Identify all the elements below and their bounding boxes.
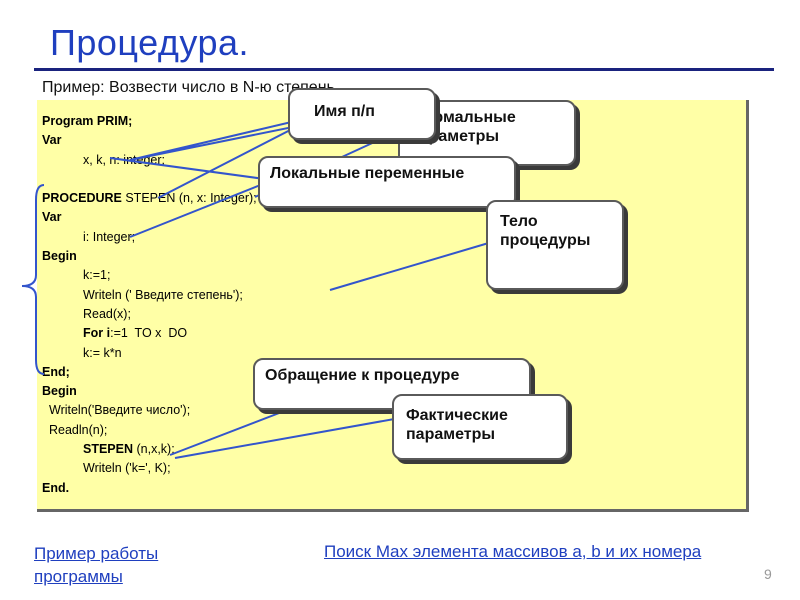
pointer-actual-params xyxy=(174,417,401,459)
pointer-local-vars xyxy=(129,181,269,238)
procedure-bracket xyxy=(21,184,45,375)
code-line: k:=1; xyxy=(83,268,111,283)
code-line: k:= k*n xyxy=(83,345,122,360)
callout-actual-params: Фактические параметры xyxy=(392,394,568,460)
pointer-body xyxy=(329,241,493,291)
page-number: 9 xyxy=(764,566,772,582)
code-line: Program PRIM; xyxy=(42,114,133,128)
code-line: End; xyxy=(42,364,70,379)
callout-body: Тело процедуры xyxy=(486,200,624,290)
link-search-max[interactable]: Поиск Max элемента массивов a, b и их но… xyxy=(324,542,702,561)
code-line: End. xyxy=(42,480,70,495)
slide-title: Процедура. xyxy=(50,22,250,63)
pointer-procedure-name xyxy=(129,119,301,199)
slide-subtitle: Пример: Возвести число в N-ю степень xyxy=(42,79,335,96)
code-line: PROCEDURE STEPEN (n, x: Integer); xyxy=(42,191,257,206)
code-line: Writeln ('k=', K); xyxy=(83,461,171,476)
code-line: Var xyxy=(42,210,62,225)
callout-local-vars: Локальные переменные xyxy=(258,156,516,208)
code-listing: Program PRIM; Var x, k, n: integer; PROC… xyxy=(42,112,257,498)
code-line: Begin xyxy=(42,249,77,264)
code-line: Var xyxy=(42,133,62,148)
code-line: STEPEN (n,x,k); xyxy=(83,442,175,457)
pointer-local-vars-2 xyxy=(109,157,273,181)
callout-procedure-name: Имя п/п xyxy=(288,88,436,140)
code-line: Read(x); xyxy=(83,306,131,321)
code-line: Begin xyxy=(42,384,77,399)
pointer-call xyxy=(169,404,301,456)
code-line: Writeln (' Введите степень'); xyxy=(83,287,243,302)
title-divider xyxy=(34,68,774,71)
code-line: i: Integer; xyxy=(83,229,136,244)
code-line: Readln(n); xyxy=(49,422,108,437)
code-line: Writeln('Введите число'); xyxy=(49,403,191,418)
code-line: For i:=1 TO x DO xyxy=(83,326,188,341)
link-example-run[interactable]: Пример работы программы xyxy=(34,544,159,586)
